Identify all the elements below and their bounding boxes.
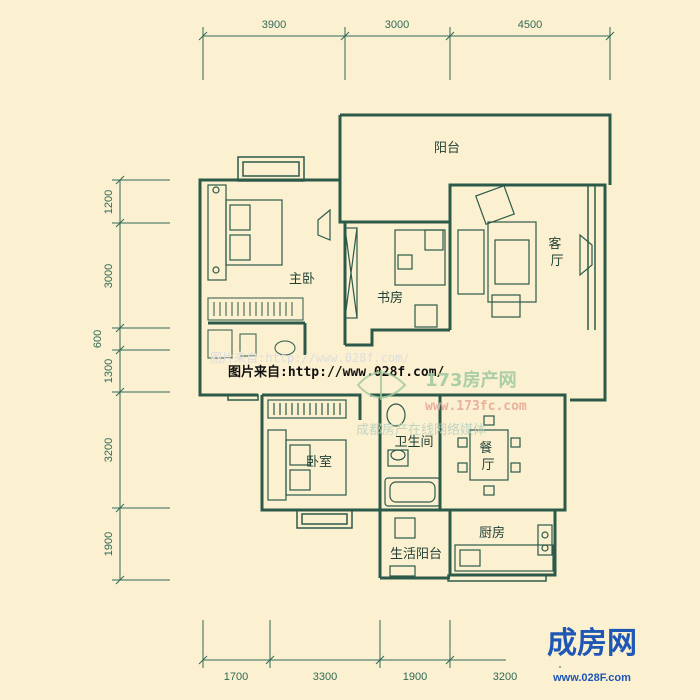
room-label-living-room: 客 厅 <box>548 236 565 269</box>
wardrobe <box>207 297 304 321</box>
dim-top-1: 3900 <box>262 19 286 31</box>
bottom-dimensions <box>198 620 561 668</box>
living-room-char-1: 客 <box>548 236 561 252</box>
watermark-source: 图片来自:http://www.028f.com/ <box>228 364 445 380</box>
dim-left-2: 3000 <box>103 264 115 288</box>
brand-logo-backdrop <box>506 618 678 666</box>
room-label-bedroom: 卧室 <box>306 454 332 470</box>
master-bath-fixtures <box>207 329 296 359</box>
dim-left-4: 1300 <box>103 359 115 383</box>
dim-left-5: 3200 <box>103 438 115 462</box>
room-label-study: 书房 <box>377 290 403 306</box>
living-furniture <box>317 185 593 318</box>
dim-bottom-3: 1900 <box>403 671 427 683</box>
room-label-kitchen: 厨房 <box>479 525 505 541</box>
living-room-char-2: 厅 <box>550 254 563 269</box>
dim-top-2: 3000 <box>385 19 409 31</box>
windows <box>227 156 596 582</box>
dim-bottom-4: 3200 <box>493 671 517 683</box>
dim-left-6: 1900 <box>103 532 115 556</box>
watermark-source-faint: 图片来自:http://www.028f.com/ <box>210 351 410 365</box>
left-dimensions <box>112 175 170 585</box>
room-label-master-bedroom: 主卧 <box>289 272 315 287</box>
room-label-utility-balcony: 生活阳台 <box>390 547 442 562</box>
brand-logo-name: 成房网 <box>547 626 637 661</box>
watermark-site-logo-icon <box>356 370 407 400</box>
bathroom-fixtures <box>384 403 441 507</box>
dining-furniture <box>457 415 521 496</box>
dim-bottom-1: 1700 <box>224 671 248 683</box>
room-label-balcony: 阳台 <box>434 141 460 156</box>
dim-bottom-2: 3300 <box>313 671 337 683</box>
master-bed <box>207 184 283 281</box>
room-label-dining: 餐 厅 <box>479 440 496 473</box>
watermark-site-url: www.173fc.com <box>425 399 527 414</box>
brand-logo-url: www.028F.com <box>552 672 631 684</box>
dining-char-2: 厅 <box>481 458 494 473</box>
top-dimensions <box>198 27 615 80</box>
dining-char-1: 餐 <box>479 440 492 456</box>
room-label-bathroom: 卫生间 <box>394 435 433 450</box>
watermark-site-name: 173房产网 <box>425 369 517 391</box>
watermark-site-slogan: 成都房产在线网络媒体 <box>356 422 486 438</box>
dim-left-3: 600 <box>92 330 104 348</box>
walls <box>198 113 612 580</box>
brand-logo: 成房网 www.028F.com <box>506 618 678 684</box>
kitchen-fixtures <box>389 517 554 577</box>
dim-left-1: 1200 <box>103 190 115 214</box>
dim-top-3: 4500 <box>518 19 542 31</box>
bedroom-furniture <box>267 399 347 501</box>
study-furniture <box>344 227 446 328</box>
